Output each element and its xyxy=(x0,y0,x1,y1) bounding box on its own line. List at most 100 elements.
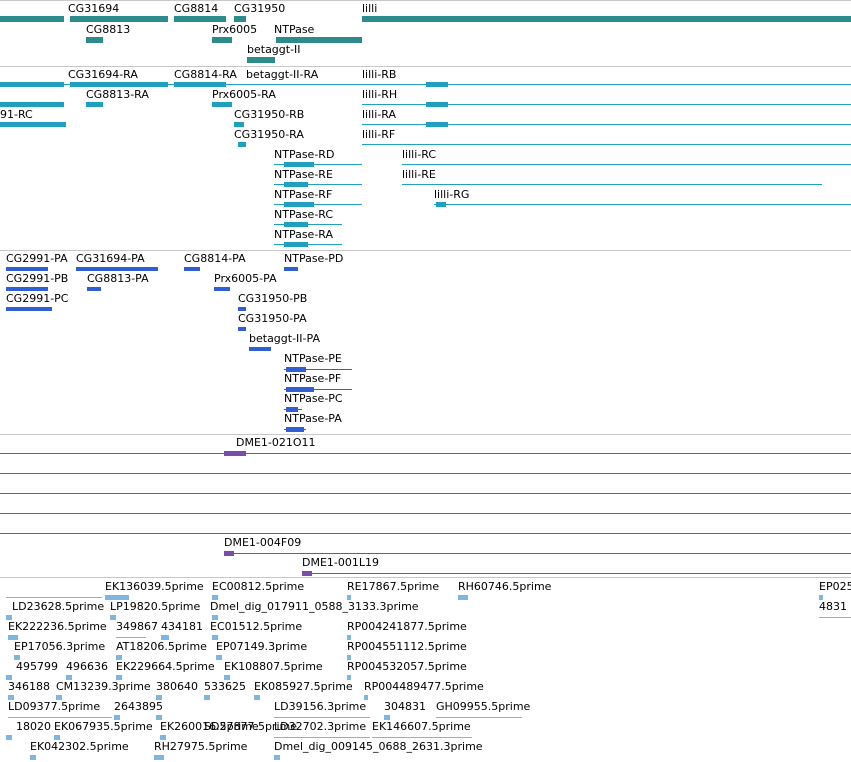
gene-feature[interactable] xyxy=(234,16,246,22)
transcript-label[interactable]: lilli-RC xyxy=(402,148,437,161)
est-feature[interactable] xyxy=(347,595,351,600)
est-feature[interactable] xyxy=(116,655,122,660)
clone-line[interactable] xyxy=(0,453,851,454)
transcript-exon[interactable] xyxy=(426,122,448,127)
gene-feature[interactable] xyxy=(247,57,275,63)
est-label[interactable]: 346188 xyxy=(8,680,50,693)
protein-feature[interactable] xyxy=(286,387,314,392)
est-feature[interactable] xyxy=(161,635,169,640)
transcript-exon[interactable] xyxy=(284,182,308,187)
est-feature[interactable] xyxy=(8,635,18,640)
est-label[interactable]: SD27877.5prime xyxy=(204,720,297,733)
est-label[interactable]: LD32702.3prime xyxy=(274,720,367,733)
protein-label[interactable]: NTPase-PF xyxy=(284,372,342,385)
protein-feature[interactable] xyxy=(184,267,200,271)
est-label[interactable]: Dmel_dig_009145_0688_2631.3prime xyxy=(274,740,483,753)
gene-feature[interactable] xyxy=(0,16,64,22)
protein-label[interactable]: CG8814-PA xyxy=(184,252,246,265)
transcript-exon[interactable] xyxy=(0,102,64,107)
est-feature[interactable] xyxy=(254,695,260,700)
gene-label[interactable]: CG8813 xyxy=(86,23,131,36)
transcript-exon[interactable] xyxy=(212,102,232,107)
est-line[interactable] xyxy=(274,717,370,718)
est-feature[interactable] xyxy=(204,695,210,700)
est-feature[interactable] xyxy=(160,735,166,740)
transcript-label[interactable]: lilli-RH xyxy=(362,88,398,101)
clone-line[interactable] xyxy=(0,513,851,514)
est-label[interactable]: EK136039.5prime xyxy=(105,580,204,593)
est-label[interactable]: 264389 xyxy=(114,700,156,713)
protein-label[interactable]: CG8813-PA xyxy=(87,272,149,285)
est-label[interactable]: 349867 xyxy=(116,620,158,633)
est-line[interactable] xyxy=(372,737,472,738)
est-feature[interactable] xyxy=(212,615,218,620)
transcript-label[interactable]: Prx6005-RA xyxy=(212,88,276,101)
clone-end[interactable] xyxy=(224,551,234,556)
est-feature[interactable] xyxy=(114,715,120,720)
transcript-exon[interactable] xyxy=(174,82,226,87)
transcript-exon[interactable] xyxy=(426,102,448,107)
gene-label[interactable]: CG31694 xyxy=(68,2,120,15)
est-line[interactable] xyxy=(819,617,851,618)
gene-feature[interactable] xyxy=(86,37,103,43)
protein-feature[interactable] xyxy=(238,307,246,311)
transcript-label[interactable]: CG31950-RB xyxy=(234,108,305,121)
gene-label[interactable]: Prx6005 xyxy=(212,23,258,36)
est-label[interactable]: RH60746.5prime xyxy=(458,580,552,593)
est-feature[interactable] xyxy=(110,615,116,620)
protein-label[interactable]: CG31950-PA xyxy=(238,312,307,325)
protein-feature[interactable] xyxy=(284,267,298,271)
est-label[interactable]: LD09377.5prime xyxy=(8,700,101,713)
est-label[interactable]: EK108807.5prime xyxy=(224,660,323,673)
transcript-label[interactable]: betaggt-II-RA xyxy=(246,68,319,81)
est-label[interactable]: EK146607.5prime xyxy=(372,720,471,733)
est-feature[interactable] xyxy=(212,595,218,600)
protein-label[interactable]: betaggt-II-PA xyxy=(249,332,320,345)
est-label[interactable]: 434181 xyxy=(161,620,203,633)
protein-feature[interactable] xyxy=(286,427,304,432)
protein-label[interactable]: Prx6005-PA xyxy=(214,272,277,285)
protein-feature[interactable] xyxy=(214,287,230,291)
est-label[interactable]: GH09955.5prime xyxy=(436,700,531,713)
protein-label[interactable]: NTPase-PA xyxy=(284,412,342,425)
transcript-label[interactable]: NTPase-RE xyxy=(274,168,333,181)
protein-feature[interactable] xyxy=(87,287,101,291)
protein-feature[interactable] xyxy=(76,267,158,271)
clone-line[interactable] xyxy=(224,553,851,554)
gene-feature[interactable] xyxy=(362,16,851,22)
transcript-exon[interactable] xyxy=(86,102,103,107)
est-label[interactable]: 533625 xyxy=(204,680,246,693)
protein-feature[interactable] xyxy=(286,407,298,412)
est-feature[interactable] xyxy=(154,755,164,760)
est-feature[interactable] xyxy=(6,615,12,620)
est-line[interactable] xyxy=(436,717,522,718)
transcript-exon[interactable] xyxy=(284,242,308,247)
gene-label[interactable]: CG8814 xyxy=(174,2,219,15)
protein-feature[interactable] xyxy=(6,287,48,291)
transcript-label[interactable]: lilli-RG xyxy=(434,188,470,201)
protein-label[interactable]: CG2991-PB xyxy=(6,272,69,285)
est-feature[interactable] xyxy=(56,695,62,700)
protein-feature[interactable] xyxy=(286,367,306,372)
clone-label[interactable]: DME1-004F09 xyxy=(224,536,302,549)
est-label[interactable]: 18020 xyxy=(16,720,51,733)
est-label[interactable]: EK260016.5prime xyxy=(160,720,259,733)
transcript-label[interactable]: lilli-RB xyxy=(362,68,397,81)
protein-label[interactable]: NTPase-PC xyxy=(284,392,343,405)
transcript-exon[interactable] xyxy=(238,142,246,147)
est-label[interactable]: EC00812.5prime xyxy=(212,580,305,593)
est-label[interactable]: RP004532057.5prime xyxy=(347,660,467,673)
gene-feature[interactable] xyxy=(174,16,226,22)
est-label[interactable]: RP004241877.5prime xyxy=(347,620,467,633)
est-feature[interactable] xyxy=(14,655,20,660)
gene-feature[interactable] xyxy=(212,37,232,43)
est-label[interactable]: EK222236.5prime xyxy=(8,620,107,633)
est-label[interactable]: EP17056.3prime xyxy=(14,640,106,653)
est-label[interactable]: EK067935.5prime xyxy=(54,720,153,733)
est-label[interactable]: EP025 xyxy=(819,580,851,593)
gene-feature[interactable] xyxy=(70,16,168,22)
transcript-label[interactable]: 91-RC xyxy=(0,108,33,121)
est-feature[interactable] xyxy=(156,715,162,720)
protein-feature[interactable] xyxy=(6,307,52,311)
clone-line[interactable] xyxy=(0,473,851,474)
